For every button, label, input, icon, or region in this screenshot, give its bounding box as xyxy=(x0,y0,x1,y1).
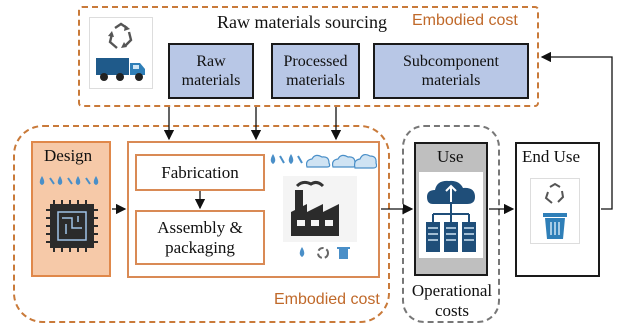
recycle-icon xyxy=(544,182,565,204)
design-label: Design xyxy=(44,146,93,165)
raw-materials-box: Raw materials xyxy=(168,43,254,99)
water-drop-icon xyxy=(299,247,305,257)
subcomponent-materials-box: Subcomponent materials xyxy=(373,43,529,99)
fabrication-box: Fabrication xyxy=(135,154,265,191)
recycle-bin-icon xyxy=(543,213,567,239)
production-embodied-cost-label: Embodied cost xyxy=(274,291,380,308)
recycle-icon xyxy=(317,247,329,259)
pfc-cloud-icon xyxy=(353,153,377,169)
operational-costs-label: Operational costs xyxy=(411,281,493,320)
production-region xyxy=(13,125,390,323)
cloud-server-icon xyxy=(426,180,476,252)
end-use-icon-tile xyxy=(530,178,580,244)
use-icon-tile xyxy=(419,172,483,258)
processed-materials-box: Processed materials xyxy=(271,43,360,99)
water-drop-icon xyxy=(270,154,276,164)
factory-sub-icons xyxy=(296,245,354,261)
use-region xyxy=(402,125,500,323)
factory-tile xyxy=(283,176,357,242)
factory-icon xyxy=(291,180,339,236)
assembly-packaging-box: Assembly & packaging xyxy=(135,210,265,265)
water-drop-icon xyxy=(39,176,99,185)
truck-icon xyxy=(96,58,145,81)
raw-materials-sourcing-region xyxy=(78,6,539,107)
truck-tile xyxy=(89,17,153,89)
recycle-bin-icon xyxy=(337,247,350,259)
end-use-label: End Use xyxy=(522,147,581,166)
recycle-icon xyxy=(108,22,133,49)
use-label: Use xyxy=(437,147,464,166)
fabrication-label: Fabrication xyxy=(161,162,239,182)
sourcing-title: Raw materials sourcing xyxy=(217,12,387,32)
chip-icon xyxy=(46,200,98,252)
assembly-packaging-label: Assembly & packaging xyxy=(157,217,243,257)
design-icons xyxy=(36,172,108,272)
emissions-icons xyxy=(267,150,377,172)
sourcing-embodied-cost-label: Embodied cost xyxy=(412,12,518,29)
